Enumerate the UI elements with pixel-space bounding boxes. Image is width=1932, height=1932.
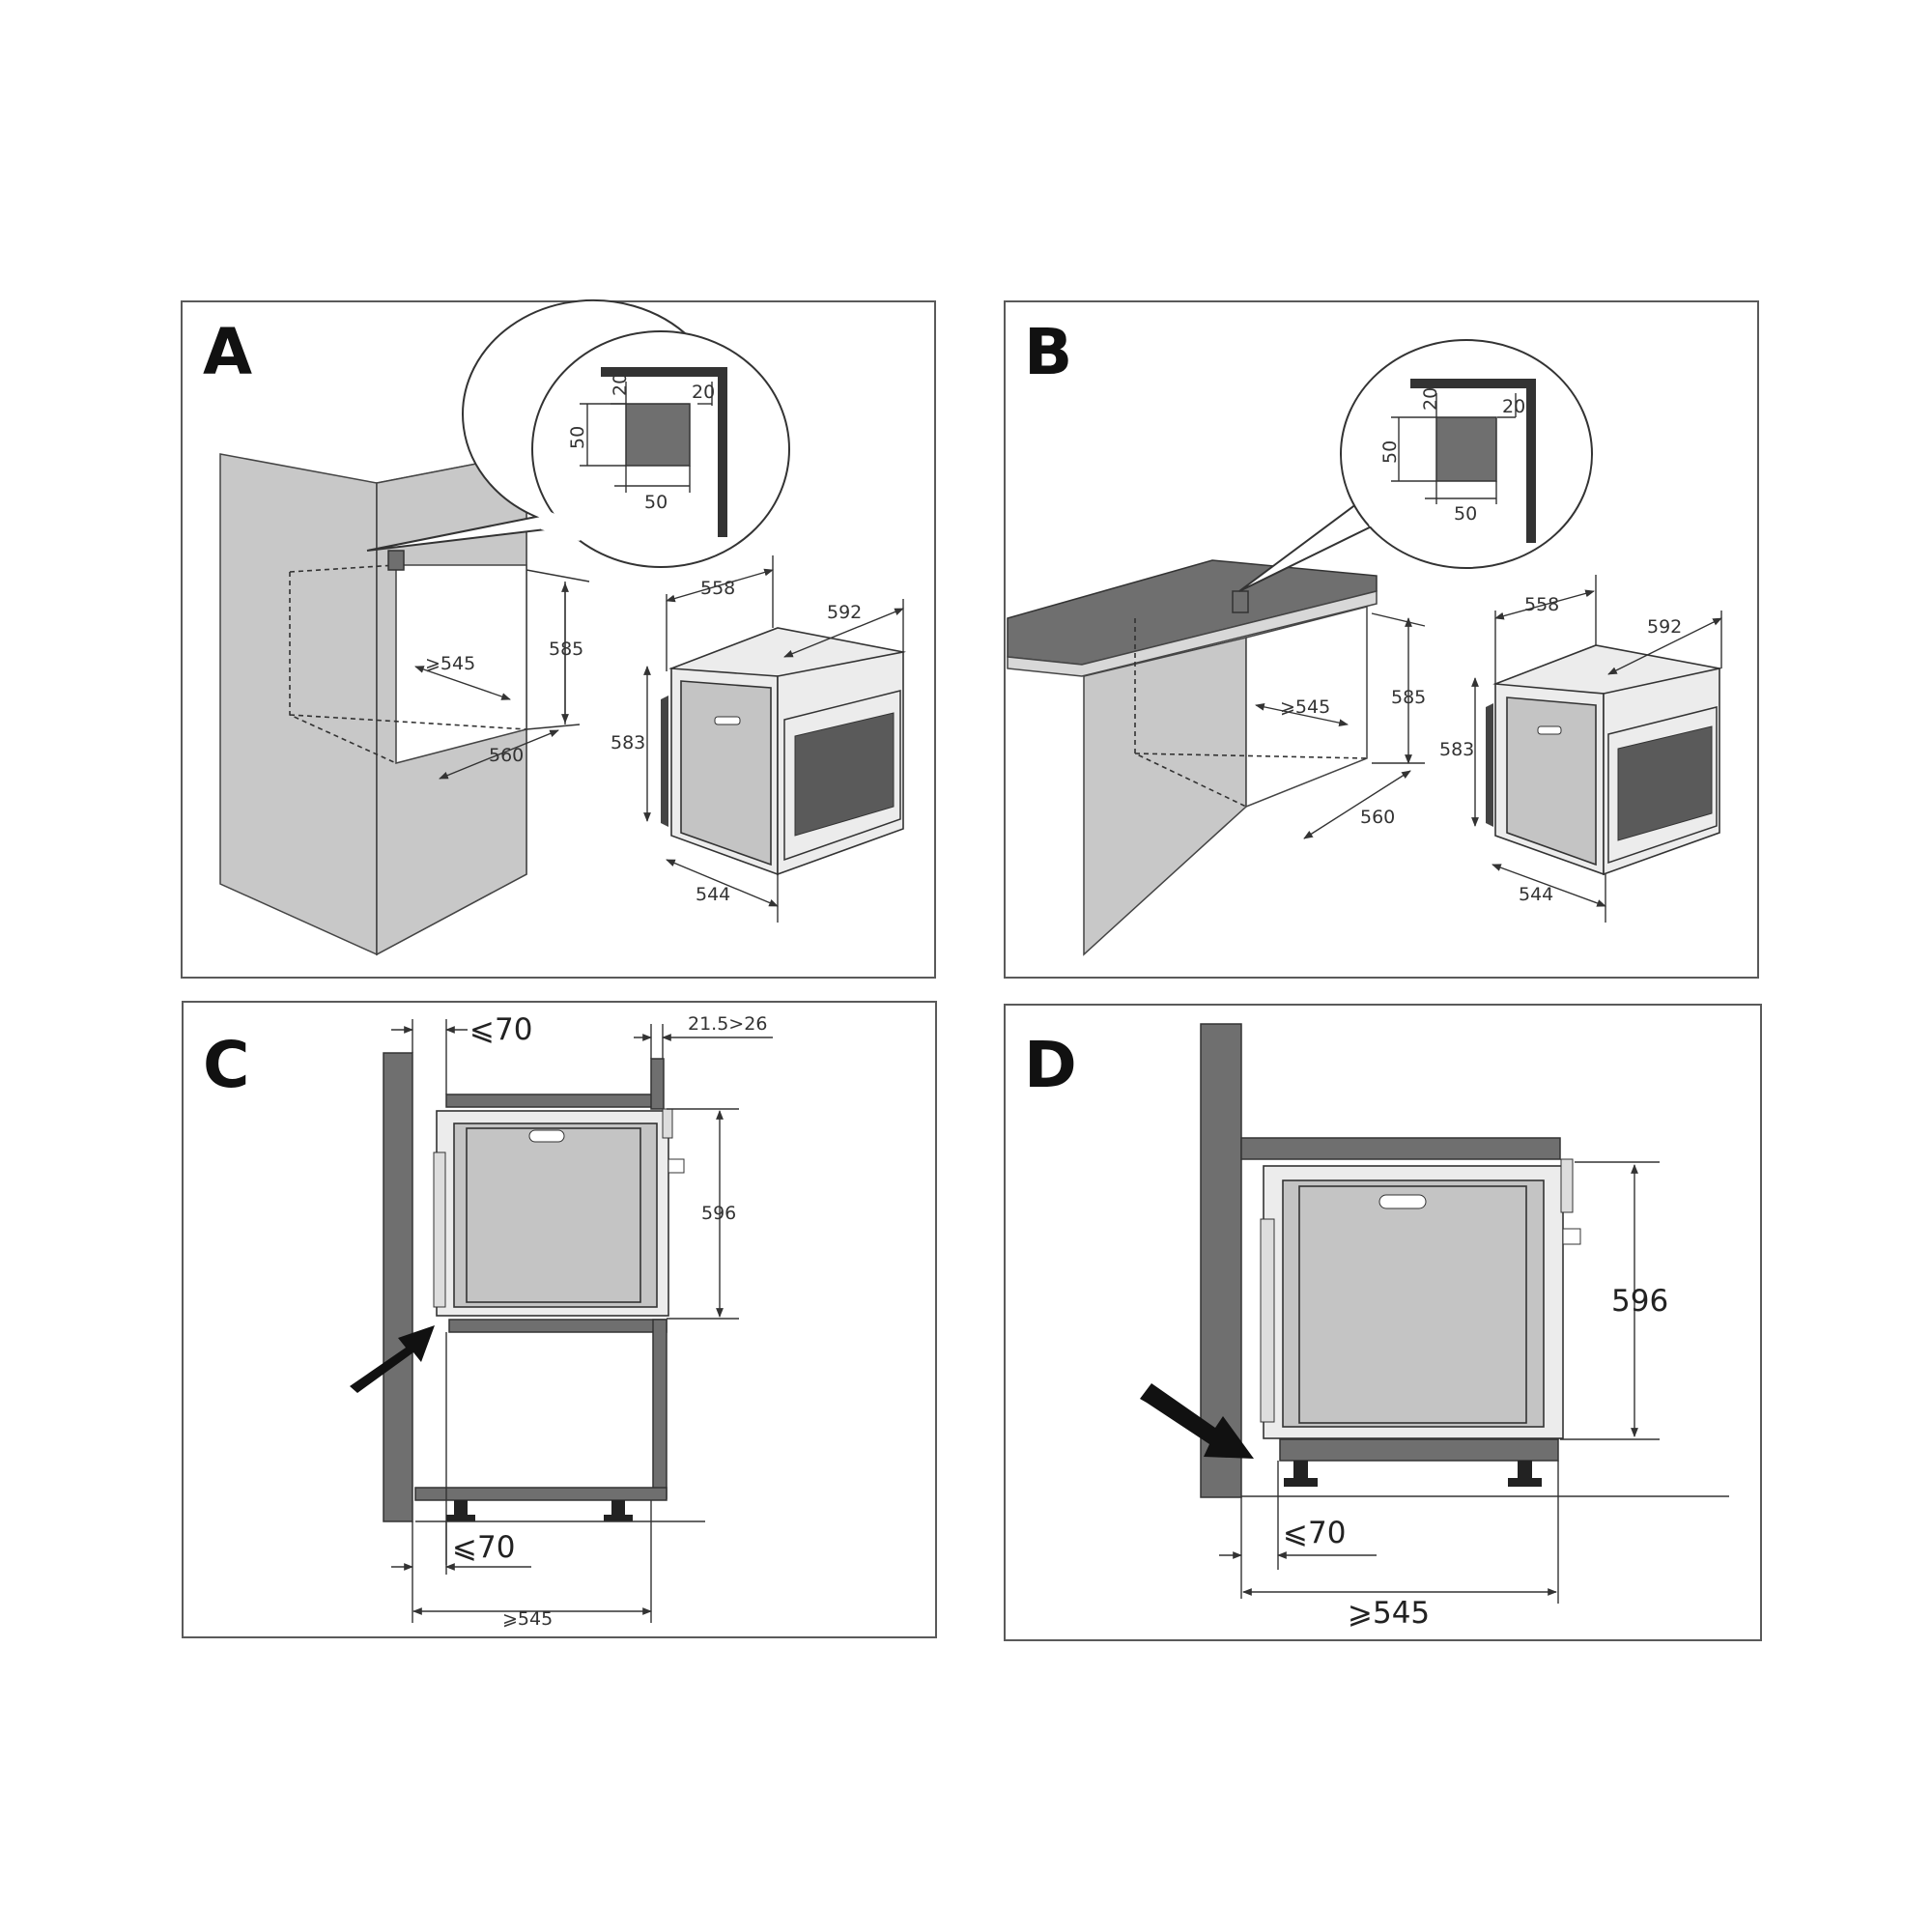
oven-a <box>661 627 906 876</box>
oven-depth-b: 592 <box>1647 616 1682 638</box>
vent-v50-a: 50 <box>567 426 588 449</box>
niche-depth-b: ⩾545 <box>1280 696 1330 718</box>
vent-detail-a: 20 20 50 50 <box>567 367 727 537</box>
tall-cabinet <box>219 453 527 956</box>
side-wall-c <box>383 1052 413 1522</box>
panel-d: D 596 ⩽70 <box>1004 1004 1762 1641</box>
oven-width-a: 558 <box>700 578 735 599</box>
oven-width-b: 558 <box>1524 594 1559 615</box>
niche-depth-a: ⩾545 <box>425 653 475 674</box>
niche-width-a: 560 <box>489 745 524 766</box>
vent-hole-b <box>1232 590 1249 613</box>
depth-c: ⩾545 <box>502 1608 553 1630</box>
oven-side-a: 544 <box>696 884 730 905</box>
base-cabinet <box>1007 559 1378 956</box>
panel-b: B ⩾545 585 560 <box>1004 300 1759 979</box>
oven-b <box>1486 644 1722 876</box>
vent-h50-a: 50 <box>644 492 668 513</box>
oven-height-b: 583 <box>1439 739 1474 760</box>
oven-height-a: 583 <box>611 732 645 753</box>
panel-d-letter: D <box>1024 1028 1077 1102</box>
height-c: 596 <box>701 1203 736 1224</box>
arrow-d <box>1140 1383 1254 1459</box>
arrow-c <box>350 1325 435 1393</box>
gap-d: ⩽70 <box>1283 1516 1346 1550</box>
height-d: 596 <box>1611 1284 1668 1319</box>
vent-h50-b: 50 <box>1454 503 1477 525</box>
panel-b-letter: B <box>1024 315 1072 389</box>
panel-a: A 585 ⩾545 560 <box>181 298 936 979</box>
niche-height-a: 585 <box>549 639 583 660</box>
oven-c <box>433 1108 685 1317</box>
depth-d: ⩾545 <box>1348 1596 1430 1631</box>
niche-height-b: 585 <box>1391 687 1426 708</box>
gap-top-c: ⩽70 <box>469 1012 532 1047</box>
panel-thickness-c: 21.5>26 <box>688 1013 767 1035</box>
niche-width-b: 560 <box>1360 807 1395 828</box>
vent-v20-b: 20 <box>1420 387 1441 411</box>
oven-d <box>1260 1158 1581 1439</box>
side-wall-d <box>1200 1023 1242 1498</box>
panel-a-letter: A <box>203 315 252 389</box>
panel-c-letter: C <box>203 1028 249 1102</box>
panel-c: C ⩽70 <box>182 1001 937 1638</box>
vent-detail-b: 20 20 50 50 <box>1379 379 1536 543</box>
vent-hole <box>387 550 405 571</box>
vent-v50-b: 50 <box>1379 440 1401 464</box>
gap-bottom-c: ⩽70 <box>452 1530 515 1565</box>
oven-side-b: 544 <box>1519 884 1553 905</box>
vent-h20-a: 20 <box>692 382 715 403</box>
vent-v20-a: 20 <box>610 373 631 396</box>
vent-h20-b: 20 <box>1502 396 1525 417</box>
oven-depth-a: 592 <box>827 602 862 623</box>
